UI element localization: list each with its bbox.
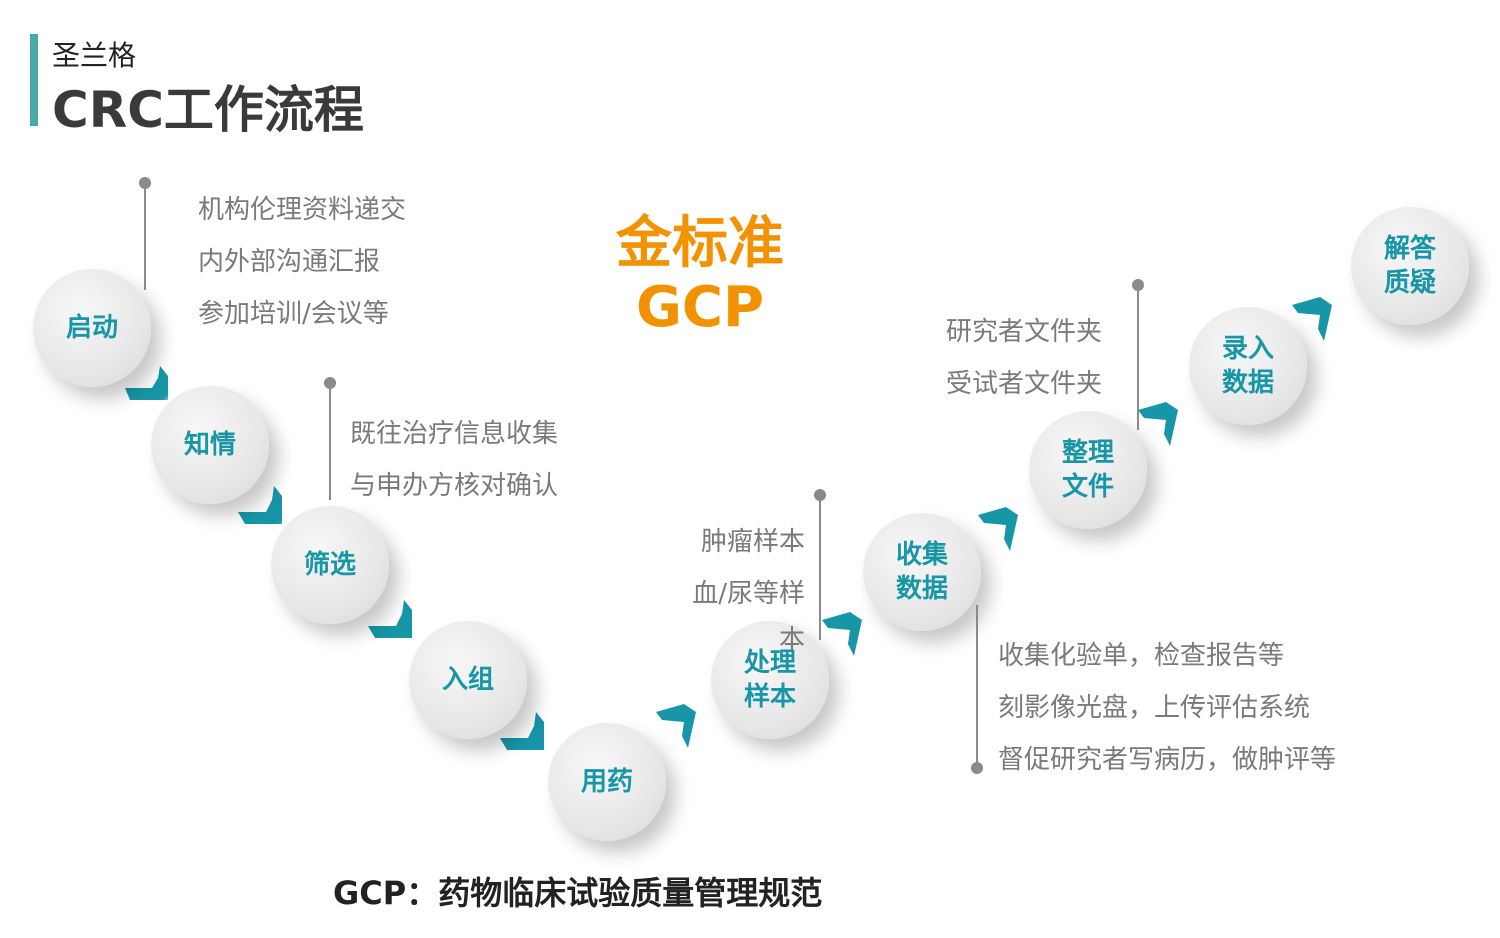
gold-standard-label: 金标准 GCP (600, 212, 800, 340)
step-label: 数据 (1221, 368, 1274, 398)
step-label: 处理 (743, 648, 796, 678)
step-label: 筛选 (303, 550, 356, 580)
chevron-down-icon (368, 600, 412, 638)
step-label: 入组 (441, 665, 494, 695)
note-item: 与申办方核对确认 (350, 471, 559, 501)
note-item: 机构伦理资料递交 (198, 195, 407, 225)
step-organize-files: 整理文件 (1029, 411, 1147, 529)
brand-name: 圣兰格 (52, 39, 137, 72)
callout-dot (971, 762, 983, 774)
step-dosing: 用药 (548, 723, 666, 841)
step-startup: 启动 (33, 269, 151, 387)
step-label: 用药 (580, 767, 633, 797)
callout-dot (1132, 279, 1144, 291)
step-enter-data: 录入数据 (1189, 307, 1307, 425)
notes-consent: 既往治疗信息收集 与申办方核对确认 (350, 408, 558, 512)
chevron-up-right-icon (978, 507, 1018, 551)
callout-dot (324, 377, 336, 389)
callout-dot (814, 489, 826, 501)
chevron-up-right-icon (1138, 402, 1178, 446)
step-enrollment: 入组 (409, 621, 527, 739)
step-answer-queries: 解答质疑 (1351, 207, 1469, 325)
gold-standard-line1: 金标准 (616, 211, 784, 276)
notes-files: 研究者文件夹 受试者文件夹 (946, 306, 1102, 410)
chevron-down-icon (125, 366, 168, 400)
note-item: 内外部沟通汇报 (198, 247, 381, 277)
note-item: 督促研究者写病历，做肿评等 (998, 745, 1337, 775)
callout-line (1137, 285, 1139, 430)
step-label: 解答 (1383, 234, 1436, 264)
footer-definition: GCP：药物临床试验质量管理规范 (333, 874, 823, 912)
callout-line (144, 183, 146, 290)
note-item: 受试者文件夹 (946, 369, 1103, 399)
gold-standard-line2: GCP (635, 275, 765, 340)
accent-bar (30, 34, 38, 126)
note-item: 肿瘤样本 (700, 527, 805, 557)
step-label: 质疑 (1383, 268, 1436, 298)
step-label: 知情 (183, 430, 236, 460)
step-label: 录入 (1221, 334, 1274, 364)
notes-collect: 收集化验单，检查报告等 刻影像光盘，上传评估系统 督促研究者写病历，做肿评等 (998, 630, 1336, 786)
note-item: 既往治疗信息收集 (350, 419, 559, 449)
note-item: 研究者文件夹 (946, 317, 1103, 347)
step-label: 文件 (1061, 472, 1114, 502)
note-item: 刻影像光盘，上传评估系统 (998, 693, 1311, 723)
step-process-samples: 处理样本 (711, 621, 829, 739)
chevron-up-right-icon (1292, 297, 1332, 341)
note-item: 血/尿等样 (692, 579, 805, 609)
chevron-down-icon (500, 712, 544, 750)
note-item: 参加培训/会议等 (198, 299, 389, 329)
chevron-up-right-icon (822, 612, 862, 656)
notes-samples: 肿瘤样本 血/尿等样 本 (680, 516, 805, 660)
page-title: CRC工作流程 (52, 81, 364, 139)
step-collect-data: 收集数据 (863, 513, 981, 631)
step-label: 收集 (895, 540, 948, 570)
chevron-down-icon (238, 486, 282, 524)
step-label: 样本 (743, 682, 796, 712)
step-label: 数据 (895, 574, 948, 604)
note-item: 收集化验单，检查报告等 (998, 641, 1285, 671)
note-item: 本 (778, 625, 805, 655)
step-screening: 筛选 (271, 506, 389, 624)
chevron-up-right-icon (656, 704, 696, 748)
step-label: 启动 (65, 313, 118, 343)
callout-dot (139, 177, 151, 189)
step-consent: 知情 (151, 386, 269, 504)
step-label: 整理 (1061, 438, 1114, 468)
callout-line (976, 605, 978, 768)
callout-line (329, 383, 331, 500)
callout-line (819, 495, 821, 640)
notes-startup: 机构伦理资料递交 内外部沟通汇报 参加培训/会议等 (198, 184, 406, 340)
